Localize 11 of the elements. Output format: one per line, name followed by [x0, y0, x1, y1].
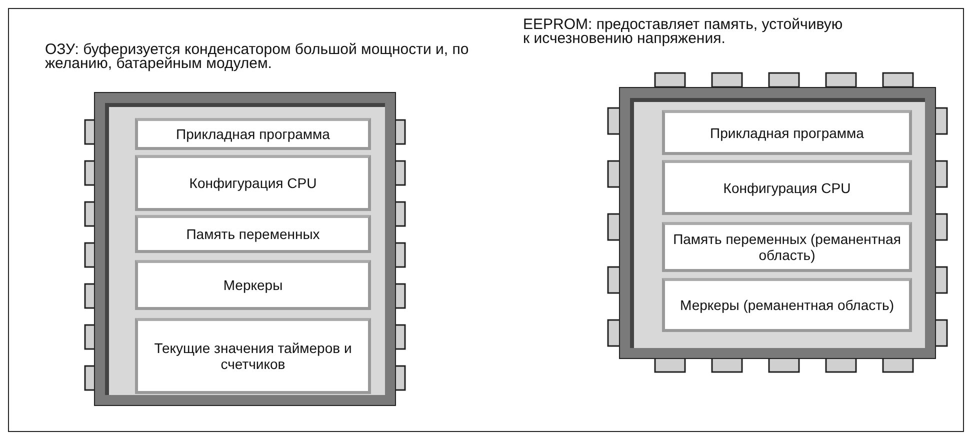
memory-area: Память переменных	[135, 215, 371, 253]
chip-heading: EEPROM: предоставляет память, устойчивую к исчезновению напряжения.	[523, 18, 843, 46]
memory-area: Меркеры	[135, 260, 371, 310]
memory-area: Конфигурация CPU	[135, 155, 371, 211]
memory-area: Память переменных (реманентная область)	[662, 222, 912, 272]
memory-area: Прикладная программа	[662, 110, 912, 155]
memory-area: Меркеры (реманентная область)	[662, 278, 912, 332]
memory-area: Текущие значения таймеров и счетчиков	[135, 318, 371, 394]
memory-area: Прикладная программа	[135, 118, 371, 150]
memory-area: Конфигурация CPU	[662, 160, 912, 215]
chip-heading: ОЗУ: буферизуется конденсатором большой мощности и, по желанию, батарейным модулем.	[45, 43, 470, 71]
